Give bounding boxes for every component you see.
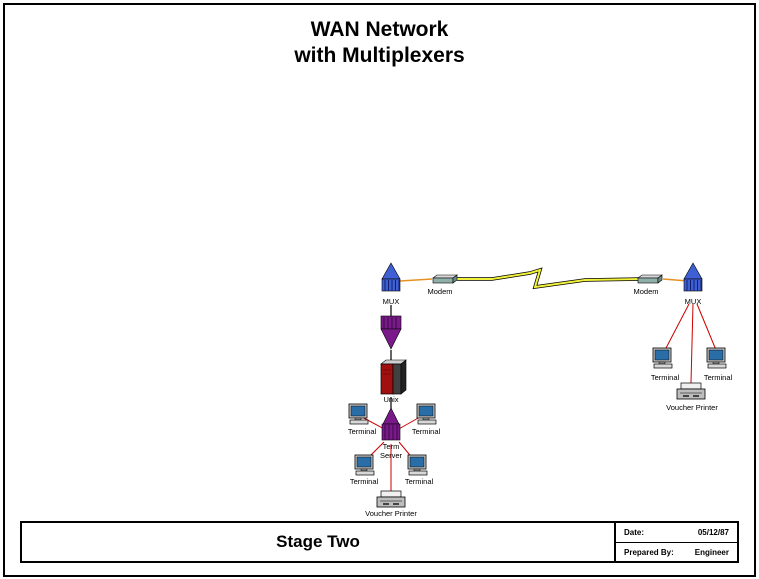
title-block: Stage Two Date: 05/12/87 Prepared By: En… <box>20 521 739 563</box>
wan-link-bolt <box>457 267 641 290</box>
printer-icon <box>676 382 706 400</box>
modem-left-icon <box>432 274 458 284</box>
mux-modem-left-link <box>399 278 433 282</box>
term-server-label-2: Server <box>380 451 403 460</box>
mux-left-label: MUX <box>383 297 400 306</box>
terminal-label-ul: Terminal <box>348 427 377 436</box>
terminal-icon <box>348 403 369 425</box>
date-row: Date: 05/12/87 <box>616 523 737 543</box>
mux-terminal-left-link <box>664 303 690 351</box>
prepared-value: Engineer <box>694 548 729 557</box>
voucher-printer-label-right: Voucher Printer <box>666 403 718 412</box>
date-value: 05/12/87 <box>697 528 729 537</box>
unix-label: Unix <box>383 395 398 404</box>
terminal-label-right-2: Terminal <box>704 373 733 382</box>
terminal-label-ll: Terminal <box>350 477 379 486</box>
title-line-2: with Multiplexers <box>294 44 465 67</box>
terminal-label-ur: Terminal <box>412 427 441 436</box>
mux-terminal-right-link <box>696 303 717 351</box>
terminal-icon <box>416 403 437 425</box>
modem-right-label: Modem <box>633 287 658 296</box>
unix-server-icon <box>380 359 407 395</box>
title-line-1: WAN Network <box>310 18 449 41</box>
mux-printer-link <box>690 303 694 384</box>
term-server-label-1: Term <box>383 442 400 451</box>
stage-name: Stage Two <box>22 523 616 561</box>
page-frame <box>3 3 756 577</box>
terminal-icon <box>652 347 673 369</box>
date-label: Date: <box>624 528 645 537</box>
terminal-label-lr: Terminal <box>405 477 434 486</box>
term-server-icon <box>381 407 401 441</box>
terminal-icon <box>706 347 727 369</box>
terminal-icon <box>407 454 428 476</box>
mux-left-icon <box>381 262 401 292</box>
title-block-details: Date: 05/12/87 Prepared By: Engineer <box>616 523 737 561</box>
voucher-printer-label-left: Voucher Printer <box>365 509 417 518</box>
printer-icon <box>376 490 406 508</box>
ts-terminal-ur-link <box>396 416 421 431</box>
modem-left-label: Modem <box>427 287 452 296</box>
prepared-label: Prepared By: <box>624 548 674 557</box>
demux-icon <box>380 315 402 350</box>
mux-right-label: MUX <box>685 297 702 306</box>
modem-right-icon <box>637 274 663 284</box>
prepared-row: Prepared By: Engineer <box>616 543 737 562</box>
terminal-label-right-1: Terminal <box>651 373 680 382</box>
terminal-icon <box>354 454 375 476</box>
mux-right-icon <box>683 262 703 292</box>
page-title: WAN Network with Multiplexers <box>0 17 759 69</box>
